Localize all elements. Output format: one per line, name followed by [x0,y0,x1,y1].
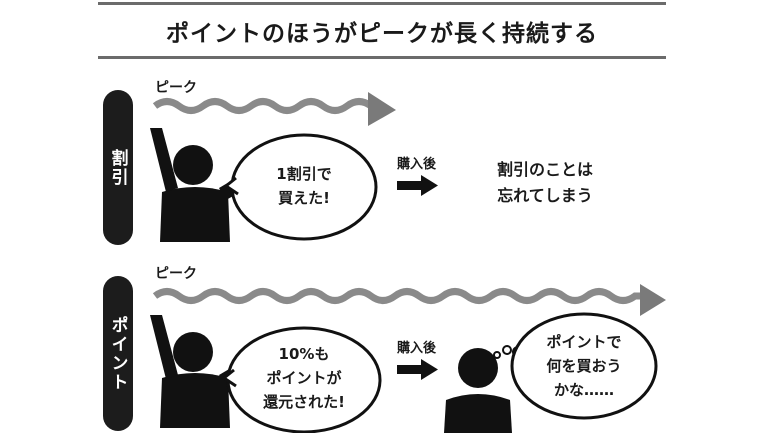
peak-label-2: ピーク [155,266,197,282]
page-title: ポイントのほうがピークが長く持続する [166,21,598,47]
row-tab-points: ポイント [103,276,133,431]
title-top-rule [98,2,666,5]
row-tab-points-label: ポイント [107,315,128,392]
person-cheering-2 [150,315,244,428]
peak-wave-short-arrowhead [368,92,396,126]
result-text: 割引のことは 忘れてしまう [480,157,610,209]
thought-bubble-text: ポイントで 何を買おう かな…… [528,330,640,402]
peak-wave-long [152,288,640,304]
right-arrow-1 [397,175,438,196]
after-purchase-label-1: 購入後 [397,157,437,172]
peak-label-1: ピーク [155,80,197,96]
result-line-2: 忘れてしまう [497,186,593,205]
after-purchase-label-2: 購入後 [397,341,437,356]
speech-bubble-1-line-1: 1割引で [276,165,332,183]
right-arrow-2 [397,359,438,380]
speech-bubble-2-line-1: 10%も [278,345,330,363]
thought-line-2: 何を買おう [546,357,622,375]
result-line-1: 割引のことは [496,160,593,179]
thought-bubble [510,312,658,420]
peak-wave-long-arrowhead [640,284,666,316]
thought-line-1: ポイントで [546,333,622,351]
speech-bubble-2-line-2: ポイントが [266,369,342,387]
speech-bubble-1-line-2: 買えた! [278,189,330,207]
row-tab-discount: 割引 [103,90,133,245]
title-bottom-rule [98,56,666,59]
person-thinking [444,348,512,433]
speech-bubble-2-line-3: 還元された! [263,393,345,411]
row-tab-discount-label: 割引 [107,148,128,187]
thought-line-3: かな…… [553,381,614,399]
speech-bubble-2-text: 10%も ポイントが 還元された! [244,342,364,414]
speech-bubble-1-text: 1割引で 買えた! [248,162,360,210]
peak-wave-short [152,98,374,114]
